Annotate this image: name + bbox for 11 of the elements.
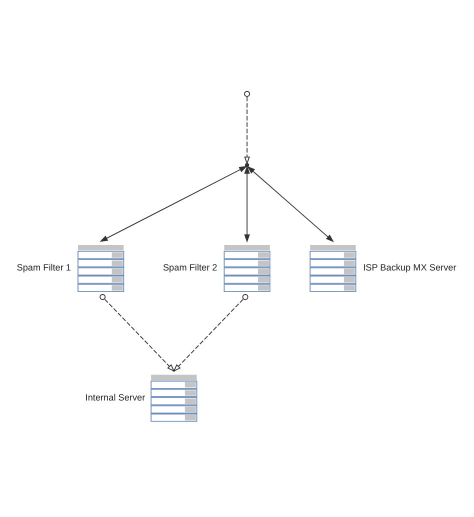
arrow <box>244 96 250 165</box>
node-label: Spam Filter 2 <box>162 262 218 273</box>
arrow <box>244 166 250 243</box>
arrow <box>246 166 334 242</box>
arrow <box>100 166 248 242</box>
arrow <box>172 294 248 372</box>
node-label: Internal Server <box>85 392 146 402</box>
node-label: ISP Backup MX Server <box>363 262 456 273</box>
arrow <box>100 294 175 372</box>
node-label: Spam Filter 1 <box>16 262 72 273</box>
node-point <box>244 163 250 168</box>
